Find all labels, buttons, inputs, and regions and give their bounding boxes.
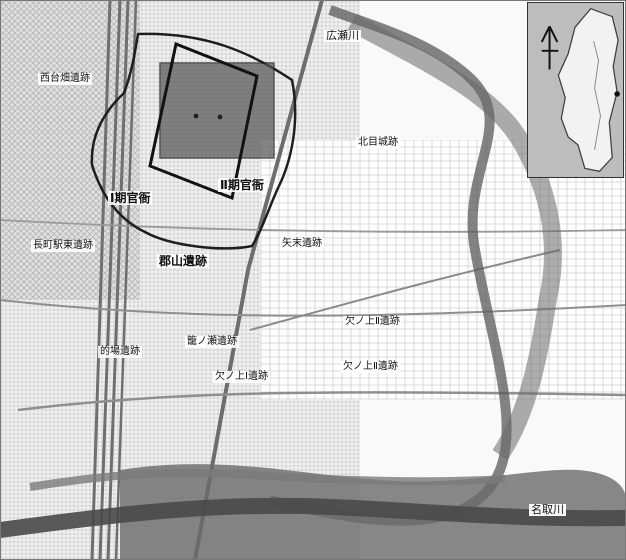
phase1-office-label: Ⅰ期官衙 bbox=[108, 191, 153, 205]
koriyama-site-label: 郡山遺跡 bbox=[157, 254, 210, 268]
secondary-road-3 bbox=[0, 219, 626, 233]
location-marker-icon bbox=[614, 91, 620, 97]
hirose-river-label: 広瀬川 bbox=[324, 29, 361, 42]
railway-line-2 bbox=[98, 0, 122, 560]
kitamenokijo-site-label: 北目城跡 bbox=[356, 137, 400, 149]
secondary-road-4 bbox=[249, 249, 561, 331]
inset-boundary-line bbox=[593, 40, 601, 150]
railway-line-1 bbox=[90, 0, 112, 560]
site-point-1 bbox=[193, 113, 199, 119]
secondary-road-2 bbox=[0, 299, 626, 317]
tsuribori-site-label: 的場遺跡 bbox=[98, 346, 142, 358]
railway-line-4 bbox=[114, 0, 138, 560]
yatsuki-site-label: 矢末遺跡 bbox=[280, 238, 324, 250]
natori-river-channel bbox=[29, 468, 506, 491]
phase2-office-label: Ⅱ期官衙 bbox=[218, 178, 266, 192]
koriyama-site-boundary bbox=[90, 32, 297, 250]
yanoue-site-2-lower-label: 欠ノ上Ⅱ遺跡 bbox=[341, 361, 400, 373]
natori-river-course bbox=[0, 497, 626, 538]
inset-map-svg bbox=[528, 3, 623, 177]
yanoue-site-1-label: 欠ノ上Ⅰ遺跡 bbox=[213, 371, 270, 383]
yanoue-site-2-upper-label: 欠ノ上Ⅱ遺跡 bbox=[343, 316, 402, 328]
agricultural-area bbox=[260, 140, 626, 400]
north-arrow-icon bbox=[540, 25, 559, 70]
phase1-office-outline bbox=[148, 41, 259, 201]
location-inset-map bbox=[527, 2, 624, 178]
nishidaihata-site-label: 西台畑遺跡 bbox=[38, 73, 92, 85]
inset-land-shape bbox=[557, 7, 619, 172]
nagamachi-east-site-label: 長町駅東遺跡 bbox=[31, 240, 95, 252]
natori-river-label: 名取川 bbox=[529, 503, 566, 516]
main-road-north bbox=[246, 0, 324, 271]
site-point-2 bbox=[217, 114, 223, 120]
secondary-road-1 bbox=[17, 390, 626, 412]
kagonose-site-label: 籠ノ瀬遺跡 bbox=[185, 336, 239, 348]
hirose-river-floodplain bbox=[347, 14, 562, 460]
